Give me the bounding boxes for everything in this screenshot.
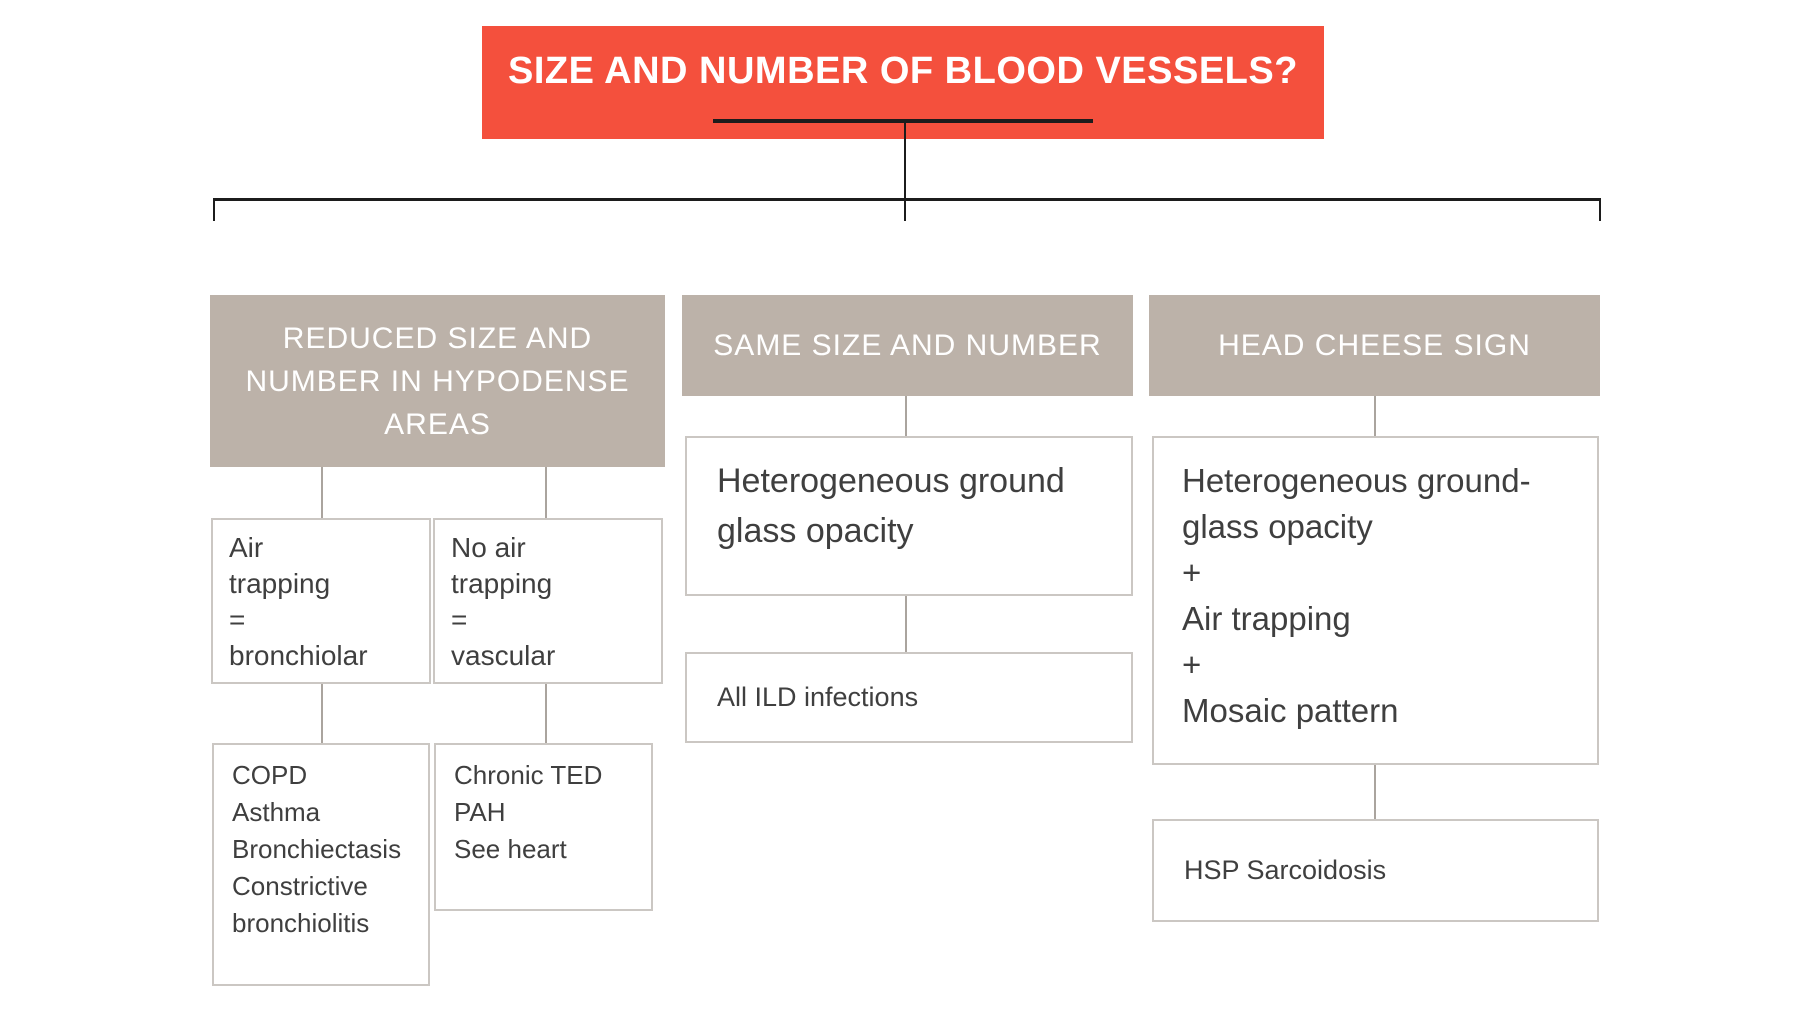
branch-header-reduced-size: REDUCED SIZE AND NUMBER IN HYPODENSE ARE… xyxy=(210,295,665,467)
root-question-title: SIZE AND NUMBER OF BLOOD VESSELS? xyxy=(508,50,1298,92)
leaf-bronchiolar-diseases: COPD Asthma Bronchiectasis Constrictive … xyxy=(212,743,430,986)
connector-line xyxy=(1374,765,1376,819)
connector-line xyxy=(905,596,907,652)
node-air-trapping: Air trapping = bronchiolar xyxy=(211,518,431,684)
bracket-right-tick xyxy=(1599,198,1601,221)
connector-line xyxy=(321,467,323,518)
connector-line xyxy=(321,684,323,743)
connector-line xyxy=(545,684,547,743)
trunk-vertical-line xyxy=(904,123,906,221)
connector-line xyxy=(545,467,547,518)
banner-underline xyxy=(713,119,1093,123)
branch-header-same-size: SAME SIZE AND NUMBER xyxy=(682,295,1133,396)
bracket-horizontal-line xyxy=(213,198,1601,201)
node-ggo-airtrapping-mosaic: Heterogeneous ground- glass opacity + Ai… xyxy=(1152,436,1599,765)
bracket-left-tick xyxy=(213,198,215,221)
leaf-hsp-sarcoidosis: HSP Sarcoidosis xyxy=(1152,819,1599,922)
leaf-vascular-diseases: Chronic TED PAH See heart xyxy=(434,743,653,911)
node-no-air-trapping: No air trapping = vascular xyxy=(433,518,663,684)
connector-line xyxy=(1374,396,1376,436)
node-heterogeneous-ggo: Heterogeneous ground glass opacity xyxy=(685,436,1133,596)
branch-header-head-cheese: HEAD CHEESE SIGN xyxy=(1149,295,1600,396)
connector-line xyxy=(905,396,907,436)
leaf-ild-infections: All ILD infections xyxy=(685,652,1133,743)
